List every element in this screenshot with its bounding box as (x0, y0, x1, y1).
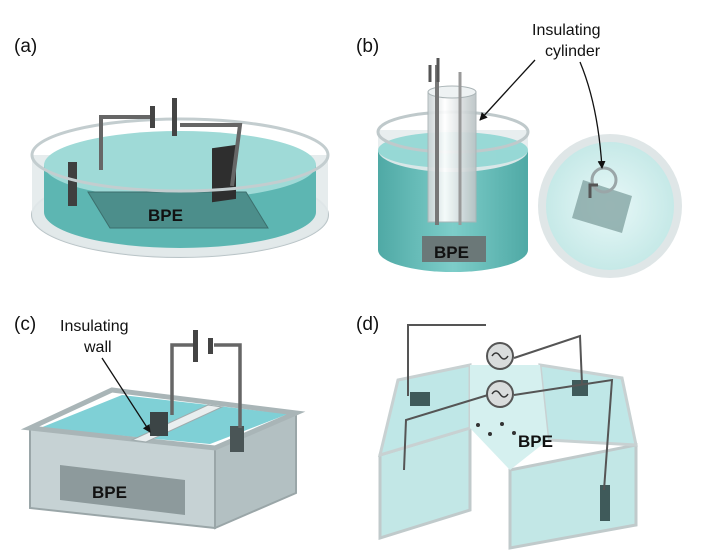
electrode-left-c (150, 412, 168, 436)
bpe-label-d: BPE (518, 432, 553, 451)
panel-a: (a) BPE (14, 36, 330, 258)
wire-d-2 (513, 334, 583, 385)
wire-d-3 (403, 394, 489, 471)
arrow-to-cylinder (479, 59, 536, 121)
dish-water-surface (44, 131, 316, 199)
panel-b-label: (b) (356, 36, 379, 57)
panel-d-label: (d) (356, 314, 379, 335)
panel-c: (c) Insulating wall BPE (14, 314, 306, 530)
topview-bpe-plate (572, 180, 632, 233)
ac-source-icon-2 (486, 380, 514, 408)
electrode-left-a (68, 162, 77, 206)
annotation-insulating-cylinder-line2: cylinder (545, 43, 601, 60)
bpe-label-a: BPE (148, 206, 183, 225)
bpe-plate-b (422, 236, 486, 262)
arrow-to-wall (101, 357, 151, 433)
bpe-dot (500, 422, 504, 426)
wire-right-c (214, 343, 242, 428)
wire-left-a (99, 115, 150, 170)
annotation-insulating-cylinder-line1: Insulating (532, 22, 601, 39)
battery-icon (150, 98, 177, 136)
battery-icon-c (193, 330, 213, 362)
annotation-insulating-wall-line2: wall (83, 339, 112, 356)
box-rim (20, 387, 306, 451)
battery-icon-b (428, 58, 440, 82)
bpe-label-b: BPE (434, 243, 469, 262)
annotation-insulating-wall-line1: Insulating (60, 318, 129, 335)
bpe-dot (488, 432, 492, 436)
channel-bottom-arm (508, 443, 638, 550)
ac-source-icon (486, 342, 514, 370)
channel-back-right (538, 363, 638, 447)
bpe-dot (476, 423, 480, 427)
electrode-d-left (410, 392, 430, 406)
electrode-d-right (572, 380, 588, 396)
channel-center (470, 365, 548, 470)
panel-c-label: (c) (14, 314, 36, 335)
arrow-to-topview-cylinder (579, 61, 606, 169)
cylinder-top (427, 85, 477, 99)
panel-d: (d) BPE (356, 314, 638, 550)
panel-b: (b) Insulating cylinder BPE (356, 22, 682, 278)
bpe-dot (512, 431, 516, 435)
dish-rim (30, 117, 330, 193)
wire-d-4 (513, 378, 614, 491)
electrode-right-c (230, 426, 244, 452)
wire-d-1 (407, 324, 486, 396)
wire-right-a (180, 123, 243, 187)
bpe-label-c: BPE (92, 483, 127, 502)
panel-a-label: (a) (14, 36, 37, 57)
topview-electrode (588, 183, 598, 198)
electrode-d-bottom (600, 485, 610, 521)
bpe-plate-c (60, 465, 185, 515)
wire-left-c (170, 343, 193, 415)
